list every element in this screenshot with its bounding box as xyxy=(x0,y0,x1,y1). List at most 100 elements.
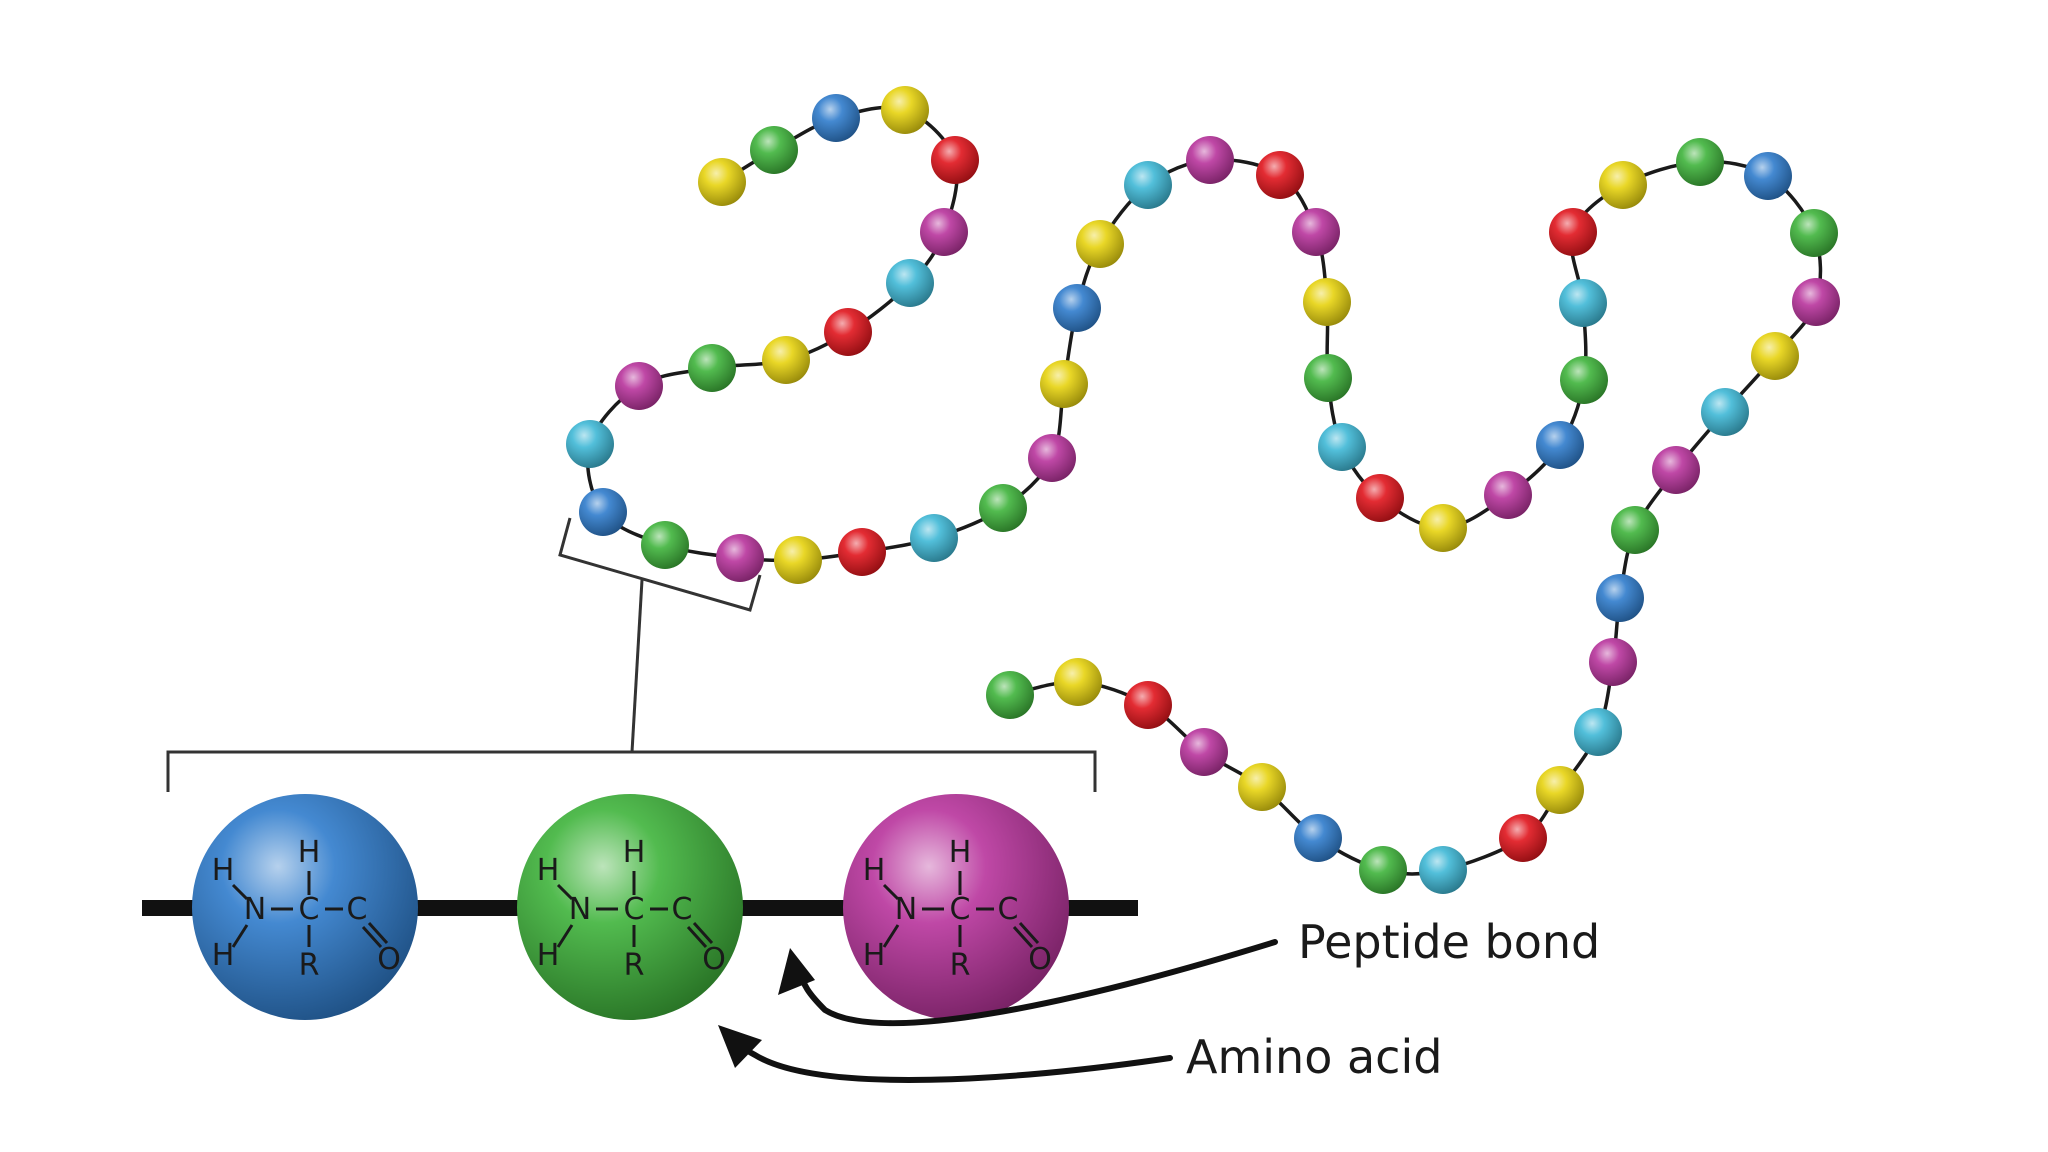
bond-line xyxy=(686,925,708,949)
chain-bead-green xyxy=(1611,506,1659,554)
chain-bead-yellow xyxy=(1303,278,1351,326)
chain-bead-green xyxy=(1676,138,1724,186)
hydrogen-label: H xyxy=(863,853,886,888)
hydrogen-label: H xyxy=(863,938,886,973)
chain-bead-cyan xyxy=(886,259,934,307)
chain-bead-magenta xyxy=(716,534,764,582)
chain-bead-cyan xyxy=(1124,161,1172,209)
bond-line xyxy=(367,921,389,945)
chain-bead-yellow xyxy=(1040,360,1088,408)
chain-bead-yellow xyxy=(1076,220,1124,268)
bond-line xyxy=(231,924,249,948)
bond-line xyxy=(556,924,574,948)
chain-bead-yellow xyxy=(1536,766,1584,814)
chain-bead-yellow xyxy=(1599,161,1647,209)
chain-bead-red xyxy=(838,528,886,576)
hydrogen-label: H xyxy=(949,835,972,870)
chain-bead-green xyxy=(750,126,798,174)
carbon-label: C xyxy=(672,892,693,927)
chain-bead-yellow xyxy=(1751,332,1799,380)
oxygen-label: O xyxy=(702,942,726,977)
chain-bead-blue xyxy=(812,94,860,142)
chain-bead-yellow xyxy=(881,86,929,134)
chain-bead-cyan xyxy=(1559,279,1607,327)
amino-acid-beads xyxy=(566,86,1840,894)
peptide-bond-arrowhead xyxy=(778,948,815,995)
chain-bead-magenta xyxy=(1186,136,1234,184)
residue-sphere xyxy=(517,794,743,1020)
chain-bead-cyan xyxy=(1574,708,1622,756)
chain-bead-green xyxy=(1790,209,1838,257)
chain-bead-magenta xyxy=(615,362,663,410)
r-group-label: R xyxy=(950,948,971,983)
chain-bead-yellow xyxy=(774,536,822,584)
chain-bead-yellow xyxy=(1238,763,1286,811)
bond-line xyxy=(882,883,900,901)
chain-bead-cyan xyxy=(1419,846,1467,894)
chain-bead-yellow xyxy=(762,336,810,384)
hydrogen-label: H xyxy=(298,835,321,870)
bond-line xyxy=(231,883,249,901)
selection-bracket xyxy=(558,517,762,612)
carbon-label: C xyxy=(950,892,971,927)
oxygen-label: O xyxy=(1028,942,1052,977)
carbon-label: C xyxy=(624,892,645,927)
amino-acid-arrowhead xyxy=(718,1025,762,1068)
r-group-label: R xyxy=(624,948,645,983)
carbon-label: C xyxy=(347,892,368,927)
chain-bead-magenta xyxy=(920,208,968,256)
chain-bead-yellow xyxy=(1419,504,1467,552)
chain-bead-red xyxy=(1356,474,1404,522)
chain-bead-blue xyxy=(1294,814,1342,862)
chain-bead-red xyxy=(1499,814,1547,862)
chain-bead-magenta xyxy=(1180,728,1228,776)
chain-bead-green xyxy=(1560,356,1608,404)
chain-bead-cyan xyxy=(1701,388,1749,436)
chain-bead-magenta xyxy=(1792,278,1840,326)
chain-bead-green xyxy=(641,521,689,569)
peptide-bond-arrow xyxy=(795,939,1278,1027)
carbon-label: C xyxy=(998,892,1019,927)
chain-bead-magenta xyxy=(1589,638,1637,686)
chain-bead-red xyxy=(1124,681,1172,729)
r-group-label: R xyxy=(299,948,320,983)
chain-bead-blue xyxy=(1536,421,1584,469)
chain-bead-green xyxy=(986,671,1034,719)
chain-bead-magenta xyxy=(1292,208,1340,256)
chain-bead-cyan xyxy=(910,514,958,562)
chain-bead-cyan xyxy=(566,420,614,468)
residue-sphere xyxy=(192,794,418,1020)
chain-bead-yellow xyxy=(1054,658,1102,706)
oxygen-label: O xyxy=(377,942,401,977)
chain-bead-magenta xyxy=(1028,434,1076,482)
chain-bead-cyan xyxy=(1318,423,1366,471)
chain-bead-red xyxy=(1256,151,1304,199)
chain-bead-blue xyxy=(1053,284,1101,332)
peptide-bond-label: Peptide bond xyxy=(1298,915,1600,969)
bond-line xyxy=(882,924,900,948)
nitrogen-label: N xyxy=(569,892,591,927)
bond-line xyxy=(361,925,383,949)
nitrogen-label: N xyxy=(244,892,266,927)
chain-bead-blue xyxy=(1744,152,1792,200)
carbon-label: C xyxy=(299,892,320,927)
chain-bead-yellow xyxy=(698,158,746,206)
bond-line xyxy=(556,883,574,901)
nitrogen-label: N xyxy=(895,892,917,927)
chain-bead-green xyxy=(1304,354,1352,402)
chain-bead-blue xyxy=(1596,574,1644,622)
bracket-connector-line xyxy=(630,579,644,753)
chain-bead-blue xyxy=(579,488,627,536)
chain-bead-magenta xyxy=(1652,446,1700,494)
chain-bead-green xyxy=(1359,846,1407,894)
amino-acid-arrow xyxy=(725,1032,1173,1083)
zoom-bracket xyxy=(166,750,1097,792)
chain-bead-green xyxy=(979,484,1027,532)
chain-bead-magenta xyxy=(1484,471,1532,519)
chain-bead-red xyxy=(931,136,979,184)
hydrogen-label: H xyxy=(537,938,560,973)
